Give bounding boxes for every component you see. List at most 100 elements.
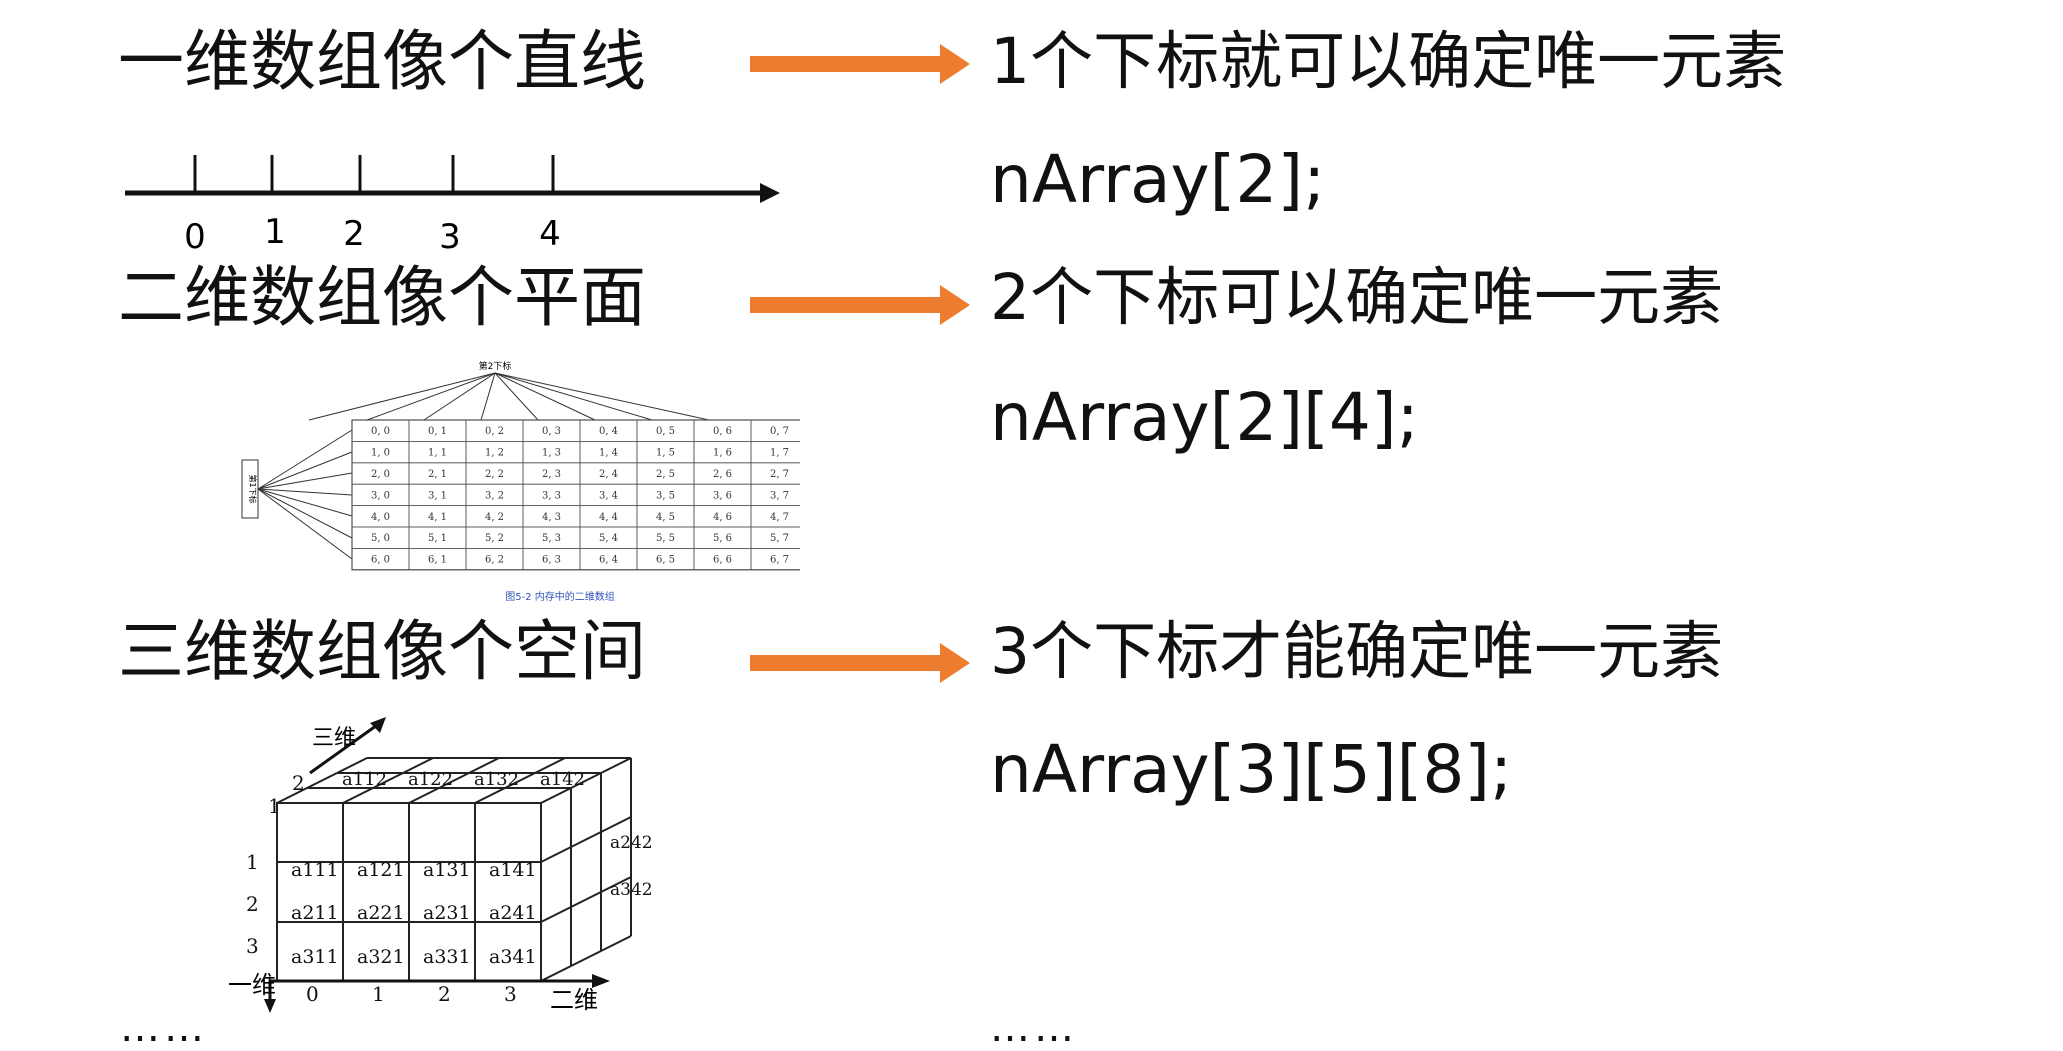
code-3d: nArray[3][5][8]; [990,731,1513,808]
grid-cell-label: 2, 5 [656,469,675,480]
grid-cell-label: 6, 5 [656,555,675,566]
arrow-right-icon [750,285,970,325]
ellipsis-right: …… [990,1005,1078,1051]
cube-front-cell: a331 [423,946,471,968]
grid-cell-label: 3, 4 [599,490,618,501]
tick-label-1: 1 [264,212,286,252]
grid-cell-label: 4, 3 [542,512,561,523]
cube-top-cell: a142 [540,769,585,790]
cube-depth-label: 2 [292,771,305,795]
grid-cell-label: 5, 7 [770,533,789,544]
grid-cell-label: 6, 7 [770,555,789,566]
side-arrow-fan [257,429,353,560]
grid-cell-label: 6, 4 [599,555,618,566]
grid-cell-label: 5, 0 [371,533,390,544]
cube-front-cell: a111 [291,859,339,881]
grid-cell-label: 2, 2 [485,469,504,480]
grid-cell-label: 0, 7 [770,426,789,437]
code-1d: nArray[2]; [990,141,1326,218]
grid-cell-label: 6, 6 [713,555,732,566]
cube-front-cell: a221 [357,902,405,924]
grid-cell-label: 4, 0 [371,512,390,523]
heading-2d: 二维数组像个平面 [118,259,646,336]
arrow-right-icon [750,44,970,84]
grid-cell-label: 0, 0 [371,426,390,437]
grid-cell-label: 1, 4 [599,448,618,459]
grid-cell-label: 3, 6 [713,490,732,501]
cube-outline [276,757,632,982]
grid-cell-label: 1, 7 [770,448,789,459]
grid-cell-label: 2, 7 [770,469,789,480]
cube-front-cell: a321 [357,946,405,968]
cube-side-cell: a242 [610,833,653,853]
grid-cell-label: 6, 2 [485,555,504,566]
grid-cell-label: 4, 1 [428,512,447,523]
grid-cell [750,547,800,571]
cube-top-cell: a132 [474,769,519,790]
side-index-label: 第1下标 [248,474,258,503]
grid-cell-label: 5, 5 [656,533,675,544]
grid-cell-label: 0, 5 [656,426,675,437]
grid-cell-label: 6, 1 [428,555,447,566]
cube-front-cell: a121 [357,859,405,881]
top-index-label: 第2下标 [479,360,512,372]
number-line-diagram: 0 1 2 3 4 [125,155,780,257]
axis-label-2: 二维 [550,986,598,1014]
axis-2-arrowhead [592,974,610,988]
grid-cell-label: 3, 3 [542,490,561,501]
grid-cell-label: 1, 6 [713,448,732,459]
statement-2d: 2个下标可以确定唯一元素 [990,261,1724,334]
grid-cell-label: 5, 3 [542,533,561,544]
cube-row-label: 1 [246,850,259,874]
grid-cell-label: 4, 5 [656,512,675,523]
axis-3-arrowhead [370,717,386,733]
cube-depth-label: 1 [268,794,281,818]
cube-front-cell: a311 [291,946,339,968]
grid-cell-label: 0, 1 [428,426,447,437]
statement-3d: 3个下标才能确定唯一元素 [990,615,1724,688]
cube-top-cell: a112 [342,769,387,790]
cube-top-cell: a122 [408,769,453,790]
cube-front-cell: a211 [291,902,339,924]
grid-cell-label: 5, 6 [713,533,732,544]
cube-front-cell: a341 [489,946,537,968]
grid-cell-label: 2, 4 [599,469,618,480]
ellipsis-left: …… [120,1005,208,1051]
grid-cell-label: 5, 1 [428,533,447,544]
grid-cell-label: 4, 6 [713,512,732,523]
grid-cell-label: 0, 2 [485,426,504,437]
grid-cell-label: 1, 3 [542,448,561,459]
grid-cell-label: 4, 4 [599,512,618,523]
cube-side-cell: a342 [610,880,653,900]
cube-front-cell: a241 [489,902,537,924]
statement-1d: 1个下标就可以确定唯一元素 [990,25,1787,98]
grid-cell-label: 1, 0 [371,448,390,459]
cube-col-label: 1 [372,982,385,1006]
top-arrow-fan [308,372,710,421]
axis-label-1: 一维 [228,971,276,999]
number-line-arrowhead [760,183,780,203]
grid-cell-label: 6, 0 [371,555,390,566]
code-2d: nArray[2][4]; [990,379,1419,456]
grid-cell-label: 2, 1 [428,469,447,480]
heading-3d: 三维数组像个空间 [118,613,646,690]
cube-front-cell: a231 [423,902,471,924]
cube-col-label: 2 [438,982,451,1006]
grid-cell-label: 4, 7 [770,512,789,523]
grid-cell-label: 3, 7 [770,490,789,501]
grid-cell-label: 3, 0 [371,490,390,501]
grid-cell-label: 1, 1 [428,448,447,459]
grid-cell-label: 4, 2 [485,512,504,523]
cube-col-label: 3 [504,982,517,1006]
axis-1-arrowhead [264,999,276,1013]
tick-label-2: 2 [343,214,365,254]
grid-cell-label: 3, 1 [428,490,447,501]
cube-col-label: 0 [306,982,319,1006]
grid-cell-label: 6, 3 [542,555,561,566]
figure-caption: 图5-2 内存中的二维数组 [505,590,615,603]
